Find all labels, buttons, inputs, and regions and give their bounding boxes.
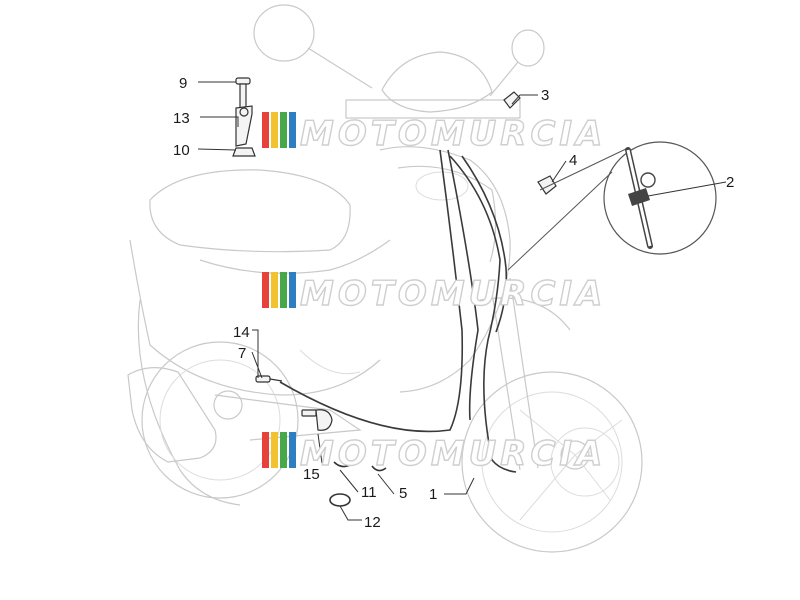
rear-wheel [141,341,299,499]
swingarm [214,394,362,441]
watermark-stripe-blue [289,432,296,468]
callout-3: 3 [541,87,549,104]
watermark-top: MOTOMURCIA [262,112,606,155]
scooter-outline [127,4,643,553]
parts [232,77,717,507]
watermark-stripe-green [280,112,287,148]
ring-part-11 [333,461,353,468]
watermark-stripe-green [280,432,287,468]
watermark-stripe-red [262,272,269,308]
callout-11: 11 [361,484,377,501]
front-wheel [461,371,643,553]
right-mirror-stem [489,61,519,97]
callout-9: 9 [179,75,187,92]
bolt-part [235,77,251,111]
watermark-stripe-blue [289,112,296,148]
watermark-bottom: MOTOMURCIA [262,432,606,475]
handlebar [345,99,521,119]
watermark-stripe-green [280,272,287,308]
watermark-stripe-red [262,432,269,468]
callout-12: 12 [364,514,381,531]
watermark-stripe-yellow [271,272,278,308]
watermark-stripe-yellow [271,112,278,148]
footboard-light [299,349,361,375]
callout-15: 15 [303,466,320,483]
rear-body [129,239,381,396]
rear-fender [137,299,241,506]
right-mirror [511,29,545,67]
callout-4: 4 [569,152,577,169]
brake-cables [279,149,517,473]
shield-panel [397,165,497,263]
shield-logo [415,171,469,201]
callout-labels: 9 13 10 3 4 2 14 7 15 11 5 1 12 [173,75,734,531]
cable-guide-part [537,175,557,195]
front-rim [481,391,623,533]
fork-left [489,279,521,471]
left-mirror-stem [307,47,373,89]
left-mirror [253,4,315,62]
brake-disc [550,427,620,497]
ring-part-12 [329,493,351,507]
watermark-middle: MOTOMURCIA [262,272,606,315]
body-line [199,239,391,274]
front-spokes [519,409,623,521]
callout-5: 5 [399,485,407,502]
brake-switch-part [255,375,283,383]
watermark-text: MOTOMURCIA [300,434,606,474]
front-fender [479,297,571,331]
callout-1: 1 [429,486,437,503]
cable-clamp-part [301,409,333,431]
callout-13: 13 [173,110,190,127]
cable-pair [461,155,508,333]
watermark-stripe-yellow [271,432,278,468]
seat [149,169,351,253]
callout-7: 7 [238,345,246,362]
front-shield [379,146,511,393]
bracket-part [235,105,253,147]
headset [381,51,493,113]
callout-10: 10 [173,142,190,159]
cable-front [449,155,517,473]
nut-part [232,147,256,157]
watermark-text: MOTOMURCIA [300,114,606,154]
cable-clip-part [503,91,521,109]
callout-14: 14 [233,324,250,341]
watermark-stripe-red [262,112,269,148]
watermark-text: MOTOMURCIA [300,274,606,314]
watermark-stripe-blue [289,272,296,308]
cable-rear-brake [279,149,464,433]
cable-speedo [447,149,479,421]
rear-hub [213,390,243,420]
fork-right [509,277,539,469]
ring-part-5 [371,465,387,472]
leader-lines [197,81,727,521]
callout-2: 2 [726,174,734,191]
detail-magnifier [507,141,717,271]
front-hub [560,440,590,470]
exhaust [127,367,217,463]
rear-rim [159,359,281,481]
